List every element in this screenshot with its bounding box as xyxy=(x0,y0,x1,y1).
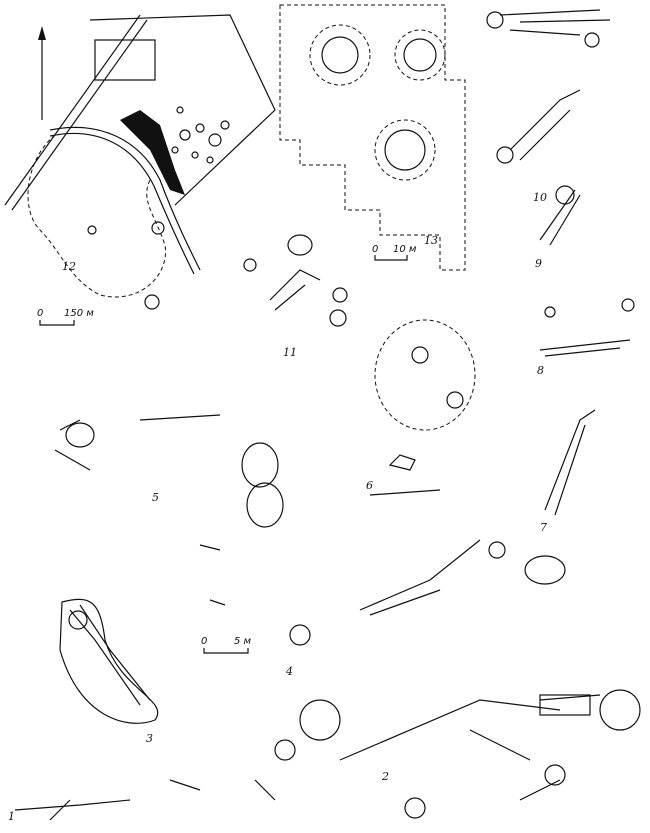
site-plan-12 xyxy=(4,14,276,310)
figure-label-1: 1 xyxy=(8,810,15,823)
figure-label-12: 12 xyxy=(62,260,76,273)
figure-label-2: 2 xyxy=(381,770,389,783)
svg-text:10 м: 10 м xyxy=(393,244,417,255)
figure-label-13: 13 xyxy=(424,234,438,247)
svg-text:0: 0 xyxy=(201,636,207,647)
scale-bar-10m: 0 10 м xyxy=(372,244,417,261)
building xyxy=(94,39,156,81)
figure-label-6: 6 xyxy=(366,479,373,492)
figure-label-4: 4 xyxy=(285,665,293,678)
figure-label-8: 8 xyxy=(537,364,544,377)
svg-text:150 м: 150 м xyxy=(64,308,94,319)
road xyxy=(4,14,148,211)
svg-text:5 м: 5 м xyxy=(234,636,252,647)
figure-label-9: 9 xyxy=(535,257,542,270)
north-arrowhead-icon xyxy=(38,26,46,40)
enclosure-wall xyxy=(89,14,276,206)
figure-label-5: 5 xyxy=(152,491,159,504)
settlement-boundary xyxy=(27,134,167,298)
figure-label-3: 3 xyxy=(146,732,153,745)
svg-text:0: 0 xyxy=(372,244,378,255)
scarp xyxy=(120,110,185,195)
figure-label-11: 11 xyxy=(283,346,297,359)
scale-bar-150m: 0 150 м xyxy=(37,308,94,326)
river-bank xyxy=(49,126,201,271)
svg-text:0: 0 xyxy=(37,308,43,319)
figure-label-10: 10 xyxy=(533,191,547,204)
burial-sketches xyxy=(14,9,641,821)
burial-plan-13 xyxy=(279,4,466,271)
figure-label-7: 7 xyxy=(540,521,547,534)
scale-bar-5m: 0 5 м xyxy=(201,636,252,654)
